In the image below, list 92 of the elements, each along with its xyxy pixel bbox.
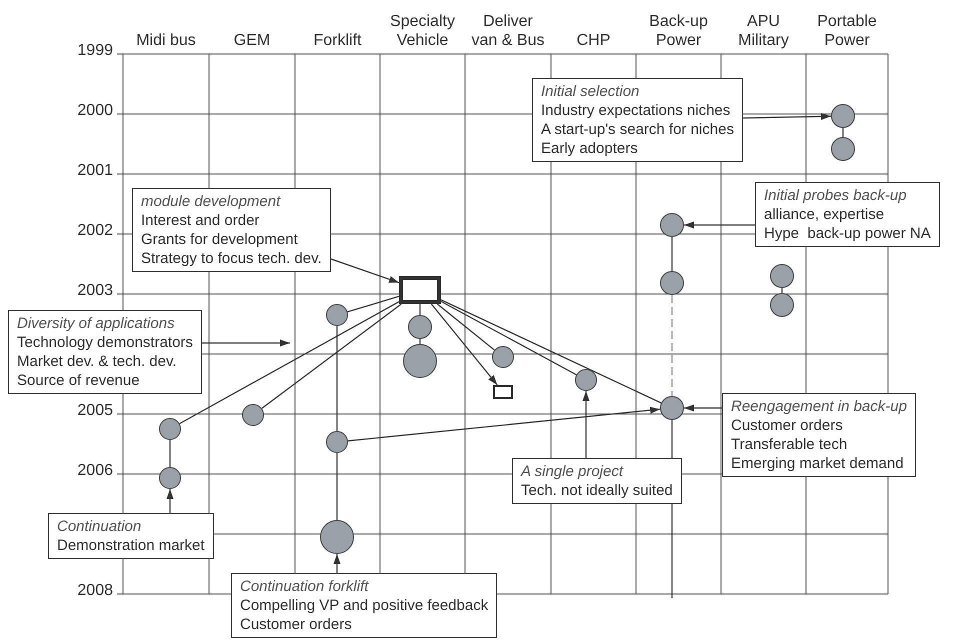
connector-line bbox=[440, 300, 577, 376]
annotation-line: Hype back-up power NA bbox=[764, 224, 931, 243]
milestone-circle bbox=[408, 315, 432, 339]
annotation-line: A start-up's search for niches bbox=[541, 120, 734, 139]
arrow bbox=[430, 304, 498, 386]
milestone-circle bbox=[575, 369, 597, 391]
milestone-circle bbox=[831, 104, 855, 128]
arrow bbox=[330, 258, 400, 284]
column-header: Midi bus bbox=[135, 31, 197, 50]
column-header: Specialty Vehicle bbox=[389, 12, 456, 50]
milestone-circle bbox=[326, 431, 348, 453]
annotation-heading: module development bbox=[141, 192, 282, 211]
year-label: 2003 bbox=[76, 282, 113, 300]
annotation-line: Emerging market demand bbox=[731, 454, 905, 473]
annotation-line: Grants for development bbox=[141, 230, 299, 249]
column-header: Portable Power bbox=[816, 12, 878, 50]
year-label: 2006 bbox=[76, 462, 113, 480]
milestone-circle bbox=[770, 264, 794, 288]
annotation-box bbox=[48, 513, 214, 559]
connector-line bbox=[671, 295, 673, 396]
annotation-box bbox=[512, 458, 682, 504]
arrow bbox=[334, 554, 340, 573]
annotation-line: Early adopters bbox=[541, 139, 639, 158]
annotation-line: Technology demonstrators bbox=[17, 333, 193, 352]
milestone-square bbox=[399, 276, 441, 304]
annotation-heading: Initial probes back-up bbox=[764, 186, 908, 205]
arrow bbox=[684, 404, 722, 412]
annotation-line: Source of revenue bbox=[17, 371, 141, 390]
annotation-heading: Initial selection bbox=[541, 82, 640, 101]
annotation-line: Customer orders bbox=[731, 416, 844, 435]
year-label: 2002 bbox=[76, 222, 113, 240]
connector-line bbox=[169, 440, 171, 467]
annotation-box bbox=[8, 310, 202, 394]
year-label: 1999 bbox=[76, 42, 113, 60]
annotation-line: Customer orders bbox=[240, 615, 353, 634]
year-label: 2005 bbox=[76, 402, 113, 420]
annotation-heading: Reengagement in back-up bbox=[731, 397, 907, 416]
column-header: GEM bbox=[232, 31, 272, 50]
connector-line bbox=[347, 296, 400, 312]
year-label: 2001 bbox=[76, 162, 113, 180]
annotation-box bbox=[132, 188, 331, 272]
milestone-circle bbox=[660, 271, 684, 295]
annotation-heading: Continuation forklift bbox=[240, 577, 370, 596]
arrow bbox=[202, 340, 290, 346]
annotation-line: Tech. not ideally suited bbox=[521, 481, 673, 500]
arrow bbox=[684, 222, 755, 228]
arrow bbox=[582, 391, 590, 458]
annotation-box bbox=[722, 393, 916, 477]
column-header: Deliver van & Bus bbox=[470, 12, 546, 50]
annotation-line: Interest and order bbox=[141, 211, 260, 230]
milestone-circle bbox=[403, 344, 437, 378]
annotation-line: Transferable tech bbox=[731, 435, 848, 454]
connector-line bbox=[261, 304, 402, 409]
milestone-circle bbox=[242, 404, 264, 426]
connector-line bbox=[336, 453, 338, 520]
annotation-line: Compelling VP and positive feedback bbox=[240, 596, 488, 615]
milestone-circle bbox=[831, 137, 855, 161]
annotation-heading: A single project bbox=[521, 462, 624, 481]
annotation-heading: Diversity of applications bbox=[17, 314, 176, 333]
connector-line bbox=[440, 299, 662, 404]
connector-line bbox=[419, 304, 421, 315]
annotation-line: Industry expectations niches bbox=[541, 101, 732, 120]
column-header: Forklift bbox=[312, 31, 362, 50]
arrow bbox=[348, 406, 660, 442]
milestone-circle bbox=[326, 304, 348, 326]
annotation-box bbox=[755, 182, 940, 247]
annotation-line: Market dev. & tech. dev. bbox=[17, 352, 178, 371]
year-label: 2008 bbox=[76, 582, 113, 600]
column-header: APU Military bbox=[737, 12, 790, 50]
annotation-box bbox=[532, 78, 743, 162]
connector-line bbox=[436, 304, 495, 351]
arrow bbox=[166, 489, 174, 513]
connector-line bbox=[179, 301, 400, 424]
milestone-circle bbox=[159, 418, 181, 440]
milestone-circle bbox=[770, 293, 794, 317]
milestone-circle bbox=[320, 520, 354, 554]
year-label: 2000 bbox=[76, 102, 113, 120]
milestone-square bbox=[493, 385, 513, 399]
milestone-circle bbox=[492, 346, 514, 368]
annotation-line: Demonstration market bbox=[57, 536, 205, 555]
milestone-circle bbox=[660, 213, 684, 237]
column-header: Back-up Power bbox=[648, 12, 709, 50]
annotation-line: alliance, expertise bbox=[764, 205, 886, 224]
annotation-box bbox=[231, 573, 498, 638]
column-header: CHP bbox=[576, 31, 612, 50]
annotation-heading: Continuation bbox=[57, 517, 142, 536]
connector-line bbox=[671, 237, 673, 271]
connector-line bbox=[336, 326, 338, 431]
arrow bbox=[742, 112, 832, 120]
milestone-circle bbox=[159, 467, 181, 489]
annotation-line: Strategy to focus tech. dev. bbox=[141, 249, 322, 268]
milestone-circle bbox=[660, 396, 684, 420]
